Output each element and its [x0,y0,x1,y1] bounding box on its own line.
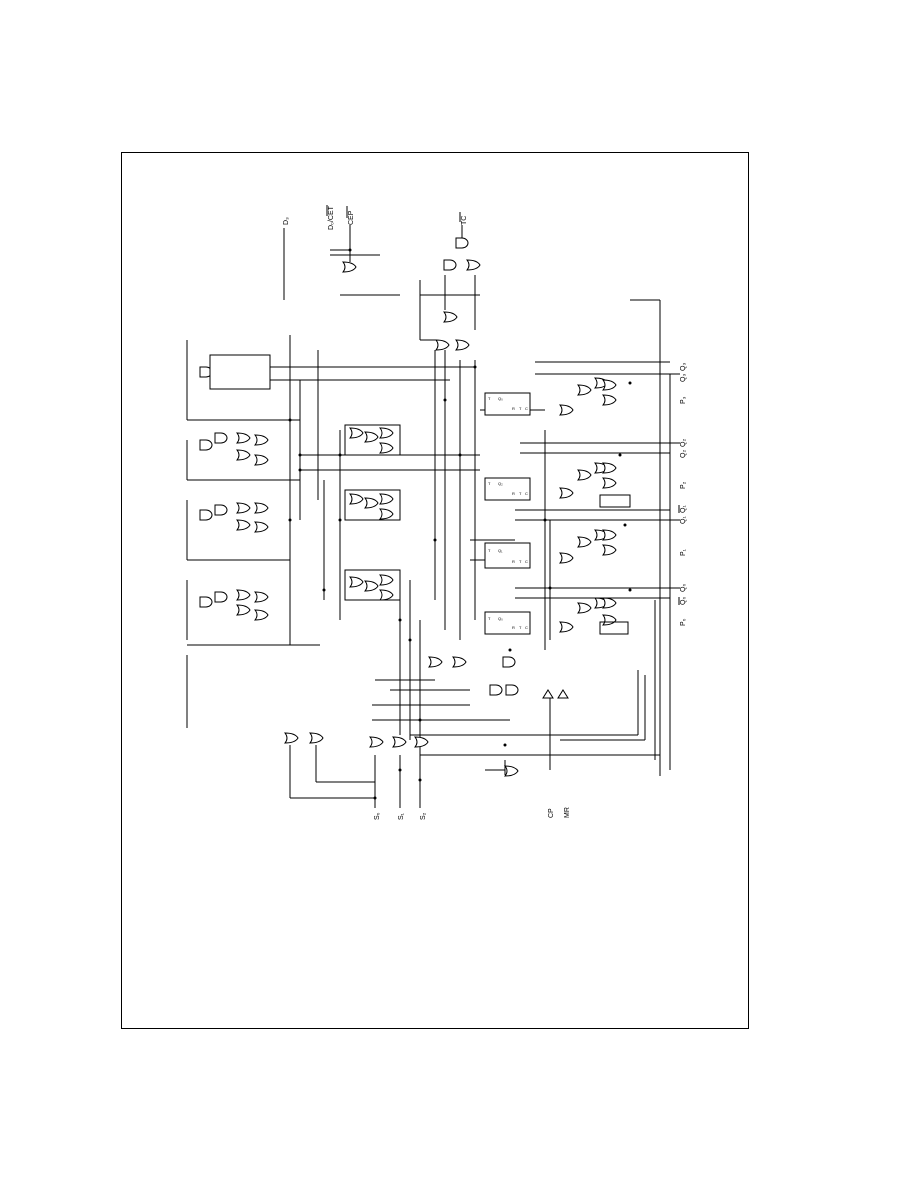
ff0-pin-4: C [525,625,528,630]
ff0-pin-3: T [519,625,522,630]
label-tc: TC [461,216,468,225]
ff0-pin-2: R [512,625,515,630]
label-s0: S₀ [374,812,381,820]
label-q1: Q₁ [680,516,687,524]
wires [186,225,680,808]
label-q0-bar: Q₀ [680,597,687,605]
label-cp: CP [548,808,555,818]
ff2-pin-1: Q₂ [498,481,503,486]
bottom-gates [284,656,569,777]
ff0-pin-0: T [488,616,491,621]
label-p0: P₀ [680,618,687,626]
label-q3: Q₃ [680,374,687,382]
label-q0: Q₀ [680,584,687,592]
signal-labels: D₃ D₀/CET CEP TC S₀ S₁ S₂ CP MR Q₃ Q₃ P₃… [283,205,687,820]
ff2-pin-2: R [512,491,515,496]
label-p3: P₃ [680,396,687,404]
ff1-pin-3: T [519,559,522,564]
figure-frame [121,152,749,1029]
label-d0-cet: D₀/CET [328,205,335,230]
label-q2: Q₂ [680,450,687,458]
gate-cluster-2 [199,432,269,466]
label-p1: P₁ [680,548,687,556]
right-gates [559,377,631,635]
ff2-pin-3: T [519,491,522,496]
label-q1-bar: Q₁ [680,505,687,513]
ff1-pin-0: T [488,548,491,553]
ff3-pin-3: T [519,406,522,411]
gate-cluster-3 [199,354,271,390]
mid-gates [344,424,401,601]
label-q3-bar: Q₃ [680,363,687,371]
ff3-pin-0: T [488,396,491,401]
label-d3: D₃ [283,217,290,225]
ff2-pin-0: T [488,481,491,486]
ff1-pin-2: R [512,559,515,564]
label-s1: S₁ [398,812,405,820]
ff3-pin-4: C [525,406,528,411]
label-cep: CEP [348,210,355,225]
ff0: T Q₀ R T C [484,611,531,635]
ff1-pin-1: Q₁ [498,548,503,553]
ff2: T Q₂ R T C [484,477,531,501]
junctions [288,248,632,800]
ff3-pin-1: Q₀ [498,396,503,401]
ff1: T Q₁ R T C [484,542,531,569]
label-q2-bar: Q₂ [680,439,687,447]
ff1-pin-4: C [525,559,528,564]
ff2-pin-4: C [525,491,528,496]
label-s2: S₂ [420,812,427,820]
ff0-pin-1: Q₀ [498,616,503,621]
ff3: T Q₀ R T C [484,392,531,416]
gate-cluster-1 [199,502,269,533]
gate-cluster-0 [199,589,269,621]
label-p2: P₂ [680,481,687,489]
ff3-pin-2: R [512,406,515,411]
label-mr: MR [564,807,571,818]
